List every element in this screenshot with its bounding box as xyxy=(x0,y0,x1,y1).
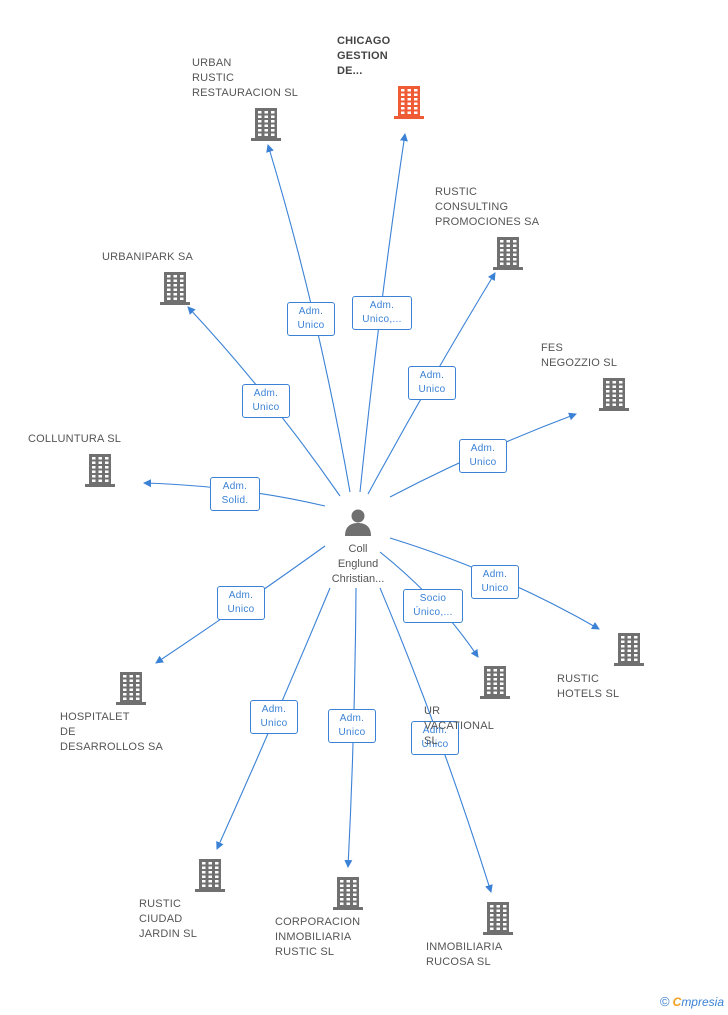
relation-label-ur-vacational[interactable]: Socio Único,... xyxy=(403,589,463,623)
company-node-ur-vacational[interactable] xyxy=(479,665,511,704)
relation-label-rucosa[interactable]: Adm. Unico xyxy=(411,721,459,755)
company-label-rustic-hotels[interactable]: RUSTIC HOTELS SL xyxy=(557,673,620,700)
building-icon xyxy=(116,672,146,705)
brand-initial: C xyxy=(672,995,682,1009)
relation-label-chicago[interactable]: Adm. Unico,... xyxy=(352,296,412,330)
building-icon xyxy=(251,108,281,141)
building-icon xyxy=(195,859,225,892)
building-icon xyxy=(85,454,115,487)
company-label-hospitalet[interactable]: HOSPITALET DE DESARROLLOS SA xyxy=(60,711,164,753)
relation-label-hospitalet[interactable]: Adm. Unico xyxy=(217,586,265,620)
building-icon xyxy=(480,666,510,699)
relation-label-fes[interactable]: Adm. Unico xyxy=(459,439,507,473)
relation-label-rustic-consulting[interactable]: Adm. Unico xyxy=(408,366,456,400)
relation-label-urban[interactable]: Adm. Unico xyxy=(287,302,335,336)
company-label-urbanipark[interactable]: URBANIPARK SA xyxy=(102,251,194,263)
company-node-rustic-ciudad[interactable] xyxy=(194,858,226,897)
company-node-rustic-hotels[interactable] xyxy=(613,632,645,671)
brand-footer: ©Cmpresia xyxy=(660,994,724,1009)
company-node-fes[interactable] xyxy=(598,377,630,416)
company-node-rustic-consulting[interactable] xyxy=(492,236,524,275)
building-icon xyxy=(599,378,629,411)
company-label-rustic-ciudad[interactable]: RUSTIC CIUDAD JARDIN SL xyxy=(139,898,198,940)
company-node-urban[interactable] xyxy=(250,107,282,146)
company-label-fes[interactable]: FES NEGOZZIO SL xyxy=(541,342,618,369)
relation-label-corporacion[interactable]: Adm. Unico xyxy=(328,709,376,743)
building-icon xyxy=(160,272,190,305)
company-node-chicago[interactable] xyxy=(393,85,425,124)
relation-label-rustic-ciudad[interactable]: Adm. Unico xyxy=(250,700,298,734)
company-node-rucosa[interactable] xyxy=(482,901,514,940)
brand-name: mpresia xyxy=(681,995,724,1009)
company-node-colluntura[interactable] xyxy=(84,453,116,492)
building-icon xyxy=(483,902,513,935)
company-label-urban[interactable]: URBAN RUSTIC RESTAURACION SL xyxy=(192,57,299,99)
company-label-rucosa[interactable]: INMOBILIARIA RUCOSA SL xyxy=(426,941,503,968)
company-node-hospitalet[interactable] xyxy=(115,671,147,710)
relation-label-rustic-hotels[interactable]: Adm. Unico xyxy=(471,565,519,599)
company-node-corporacion[interactable] xyxy=(332,876,364,915)
copyright-symbol: © xyxy=(660,994,670,1009)
building-icon xyxy=(394,86,424,119)
building-icon xyxy=(493,237,523,270)
company-label-ur-vacational[interactable]: UR VACATIONAL SL xyxy=(424,705,495,747)
company-label-rustic-consulting[interactable]: RUSTIC CONSULTING PROMOCIONES SA xyxy=(435,186,540,228)
company-label-chicago[interactable]: CHICAGO GESTION DE... xyxy=(337,35,391,77)
building-icon xyxy=(333,877,363,910)
company-label-corporacion[interactable]: CORPORACION INMOBILIARIA RUSTIC SL xyxy=(275,916,361,958)
relation-label-colluntura[interactable]: Adm. Solid. xyxy=(210,477,260,511)
company-label-colluntura[interactable]: COLLUNTURA SL xyxy=(28,433,122,445)
relation-label-urbanipark[interactable]: Adm. Unico xyxy=(242,384,290,418)
person-icon[interactable] xyxy=(344,508,372,536)
company-node-urbanipark[interactable] xyxy=(159,271,191,310)
person-label[interactable]: Coll Englund Christian... xyxy=(331,543,385,585)
building-icon xyxy=(614,633,644,666)
